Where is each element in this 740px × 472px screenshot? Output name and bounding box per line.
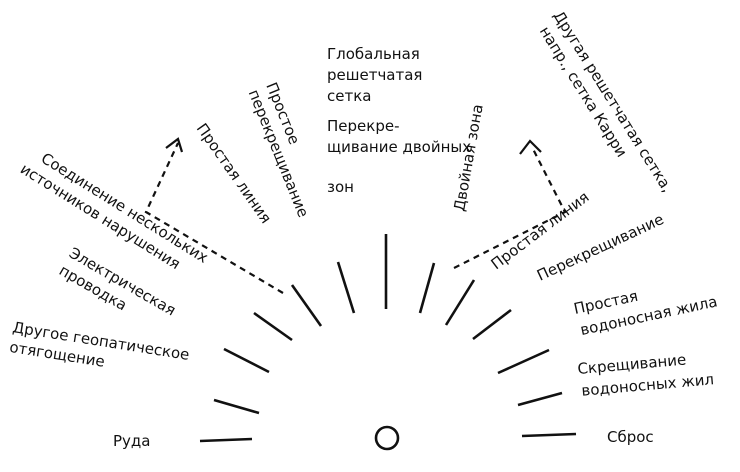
label-global: Глобальная решетчатая сетка bbox=[327, 45, 422, 105]
svg-text:сетка: сетка bbox=[327, 87, 371, 105]
dashed-arrow-right bbox=[453, 146, 567, 269]
label-other-grid: Другая решетчатая сетка, напр., сетка Ка… bbox=[536, 8, 677, 196]
ray-fault bbox=[521, 432, 577, 438]
svg-text:Глобальная: Глобальная bbox=[327, 45, 420, 63]
svg-text:Двойная зона: Двойная зона bbox=[450, 103, 487, 213]
label-other-load: Другое геопатическое отягощение bbox=[8, 318, 190, 371]
ray-simple-line-right bbox=[444, 279, 476, 326]
arrowhead-right-icon bbox=[519, 139, 542, 155]
ray-simple-line-left bbox=[290, 284, 323, 327]
ray-simple-cross bbox=[336, 261, 356, 314]
label-double-zone: Двойная зона bbox=[450, 103, 487, 213]
svg-text:щивание двойных: щивание двойных bbox=[327, 138, 471, 156]
label-multi: Соединение нескольких источников нарушен… bbox=[17, 149, 212, 273]
svg-text:решетчатая: решетчатая bbox=[327, 66, 422, 84]
label-ore: Руда bbox=[113, 432, 151, 450]
label-fault: Сброс bbox=[607, 428, 654, 446]
svg-text:Перекре-: Перекре- bbox=[327, 117, 399, 135]
ray-multi bbox=[253, 311, 293, 342]
label-double-cross: Перекре- щивание двойных зон bbox=[327, 117, 471, 196]
label-simple-vein: Простая водоносная жила bbox=[572, 287, 719, 339]
svg-text:зон: зон bbox=[327, 178, 354, 196]
ray-vein-cross bbox=[517, 391, 563, 407]
ray-simple-vein bbox=[497, 348, 550, 375]
arrowhead-left-icon bbox=[165, 137, 184, 153]
svg-text:Соединение нескольких: Соединение нескольких bbox=[38, 149, 212, 267]
ray-crossing bbox=[472, 308, 512, 341]
center-circle bbox=[374, 425, 400, 451]
svg-text:Другая решетчатая сетка,: Другая решетчатая сетка, bbox=[550, 8, 677, 196]
label-vein-cross: Скрещивание водоносных жил bbox=[577, 351, 715, 400]
svg-text:источников нарушения: источников нарушения bbox=[17, 160, 184, 273]
ray-wiring bbox=[223, 347, 270, 374]
dashed-arrow-left bbox=[144, 142, 284, 294]
ray-double-zone bbox=[418, 262, 436, 314]
ray-other-load bbox=[213, 398, 260, 415]
ray-ore bbox=[199, 437, 253, 443]
